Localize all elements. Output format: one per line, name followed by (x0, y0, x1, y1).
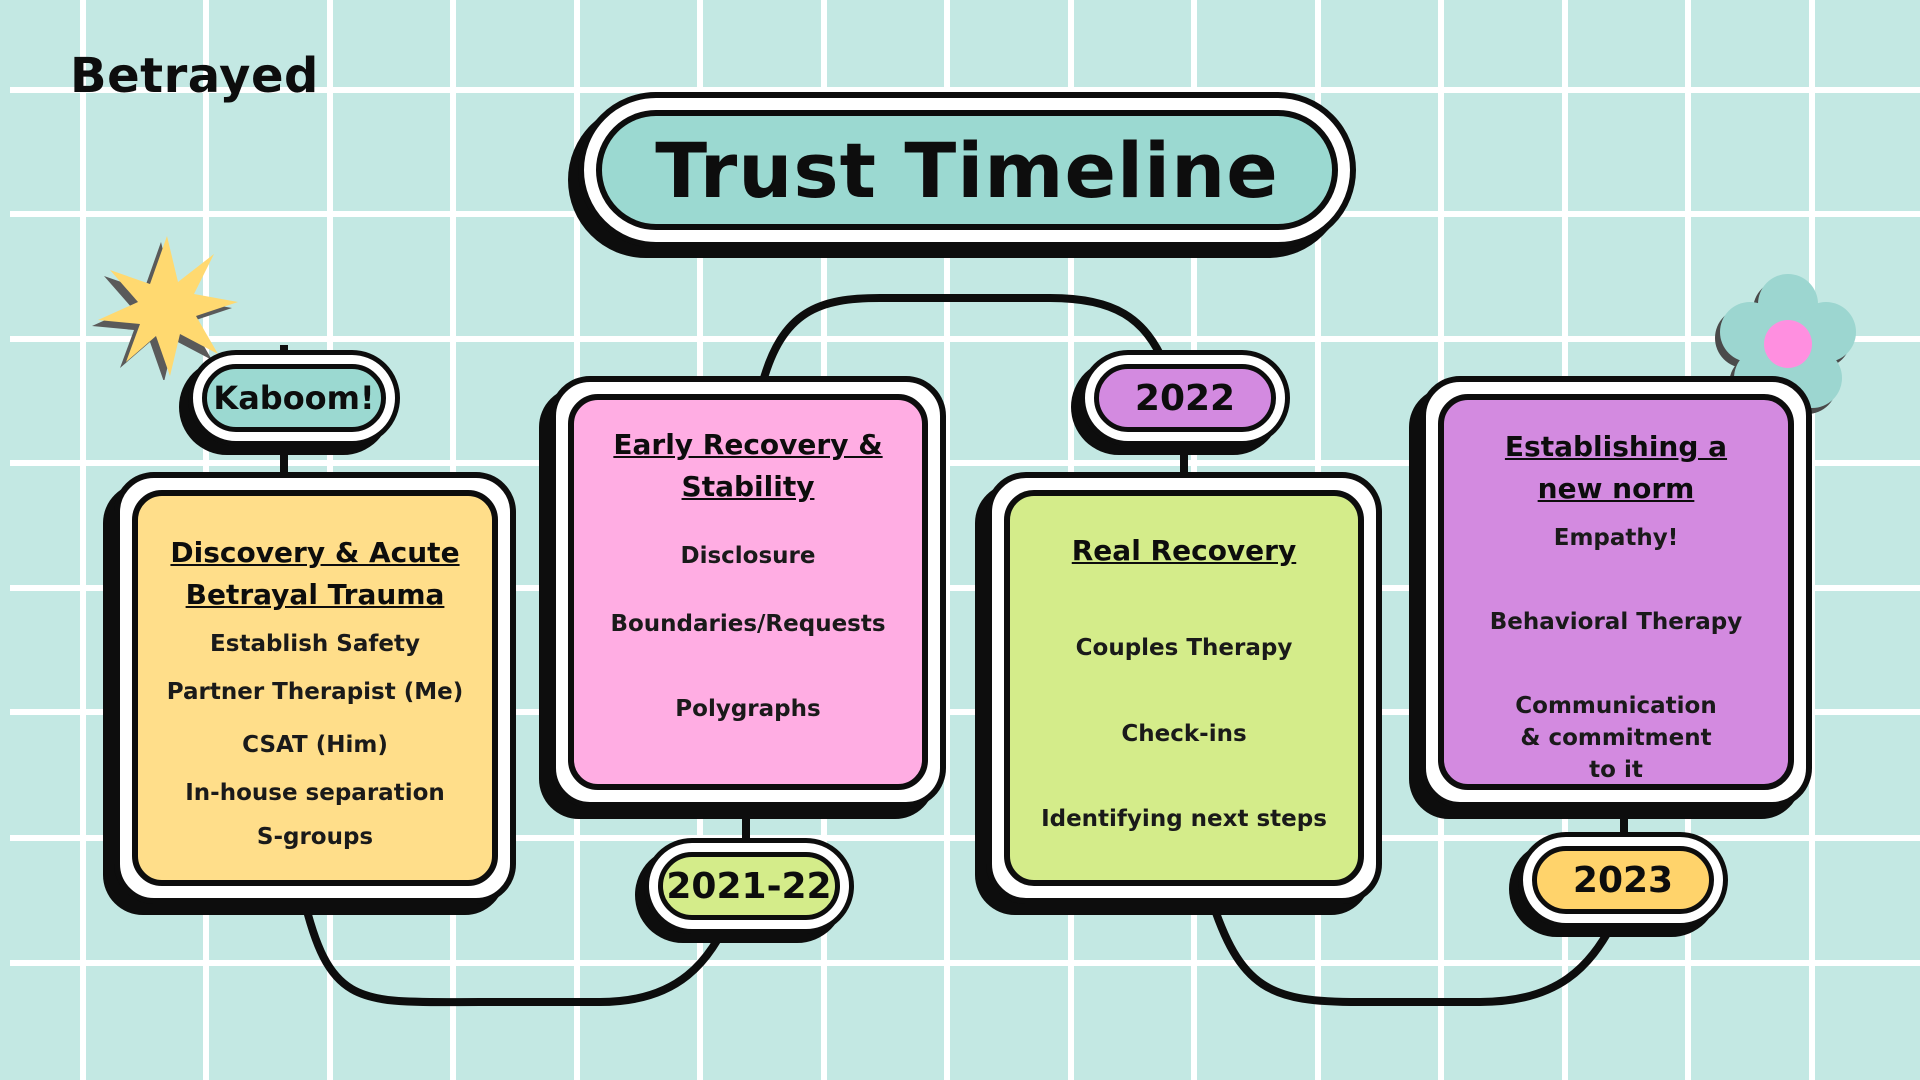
stage-item: Behavioral Therapy (1444, 606, 1788, 638)
stage-card-real-recovery: Real Recovery Couples Therapy Check-ins … (986, 472, 1382, 904)
kaboom-label: Kaboom! (202, 364, 386, 432)
title-pill: Trust Timeline (596, 110, 1338, 230)
stage-heading: Establishing a new norm (1444, 426, 1788, 510)
stage-item: Identifying next steps (1010, 803, 1358, 835)
title-banner: Trust Timeline (578, 92, 1356, 248)
stage-card-body: Discovery & Acute Betrayal Trauma Establ… (132, 490, 498, 886)
year-label: 2023 (1532, 846, 1714, 914)
stage-item: Establish Safety (138, 628, 492, 660)
year-tag-2023: 2023 (1518, 832, 1728, 928)
year-label: 2022 (1094, 364, 1276, 432)
year-tag-2022: 2022 (1080, 350, 1290, 446)
stage-card-discovery: Discovery & Acute Betrayal Trauma Establ… (114, 472, 516, 904)
stage-heading: Early Recovery & Stability (574, 424, 922, 508)
stage-item: In-house separation (138, 777, 492, 809)
stage-card-body: Early Recovery & Stability Disclosure Bo… (568, 394, 928, 790)
page-title: Trust Timeline (655, 126, 1278, 215)
year-tag-2021: 2021-22 (644, 838, 854, 934)
stage-item: Partner Therapist (Me) (138, 676, 492, 708)
stage-heading: Real Recovery (1010, 530, 1358, 572)
year-label: 2021-22 (658, 852, 840, 920)
stage-item: Couples Therapy (1010, 632, 1358, 664)
kaboom-tag: Kaboom! (188, 350, 400, 446)
stage-card-body: Establishing a new norm Empathy! Behavio… (1438, 394, 1794, 790)
brand-name: Betrayed (70, 48, 319, 104)
stage-item: Boundaries/Requests (574, 608, 922, 640)
stage-heading: Discovery & Acute Betrayal Trauma (138, 532, 492, 616)
stage-item: CSAT (Him) (138, 729, 492, 761)
stage-card-new-norm: Establishing a new norm Empathy! Behavio… (1420, 376, 1812, 808)
stage-card-body: Real Recovery Couples Therapy Check-ins … (1004, 490, 1364, 886)
stage-item: Empathy! (1444, 522, 1788, 554)
stage-item: Communication & commitment to it (1444, 690, 1788, 786)
stage-item: S-groups (138, 821, 492, 853)
stage-item: Check-ins (1010, 718, 1358, 750)
stage-card-early-recovery: Early Recovery & Stability Disclosure Bo… (550, 376, 946, 808)
stage-item: Disclosure (574, 540, 922, 572)
stage-item: Polygraphs (574, 693, 922, 725)
